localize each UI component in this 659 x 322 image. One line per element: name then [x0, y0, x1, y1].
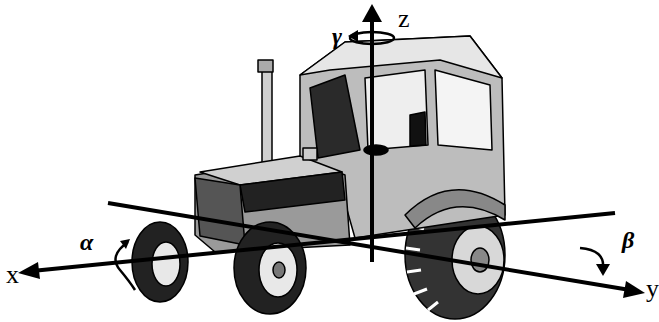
arrowhead	[623, 281, 645, 298]
hood-side	[240, 172, 345, 212]
arrowheads	[18, 4, 645, 298]
rear-hub	[471, 248, 489, 272]
y-axis	[108, 203, 630, 290]
cab-roof	[300, 36, 502, 78]
exhaust-pipe	[262, 70, 272, 170]
arrowhead	[18, 262, 40, 279]
arrowhead	[348, 30, 358, 42]
seat	[410, 112, 426, 146]
axes	[32, 18, 630, 290]
axis-label: z	[398, 6, 410, 32]
arrowhead	[120, 239, 130, 249]
cab-window	[435, 70, 492, 150]
fender	[405, 190, 505, 228]
tractor	[132, 36, 505, 319]
angle-label: α	[80, 230, 93, 254]
axis-label: x	[6, 262, 19, 288]
arrowhead	[596, 264, 610, 276]
x-axis	[32, 213, 615, 271]
alpha-rotation	[116, 242, 136, 290]
cab-window	[310, 75, 360, 158]
axis-label: y	[646, 276, 659, 302]
angle-label: β	[622, 228, 634, 252]
z-axis	[370, 18, 374, 262]
filler-cap	[303, 148, 317, 160]
cab-window	[365, 70, 428, 150]
front-rim	[259, 243, 297, 297]
front-hub	[273, 262, 285, 278]
arrowhead	[362, 4, 382, 22]
angle-label: γ	[332, 24, 342, 48]
grille	[195, 178, 245, 245]
exhaust-cap	[258, 60, 273, 72]
front-rim	[152, 242, 180, 286]
steering-wheel	[364, 145, 388, 155]
